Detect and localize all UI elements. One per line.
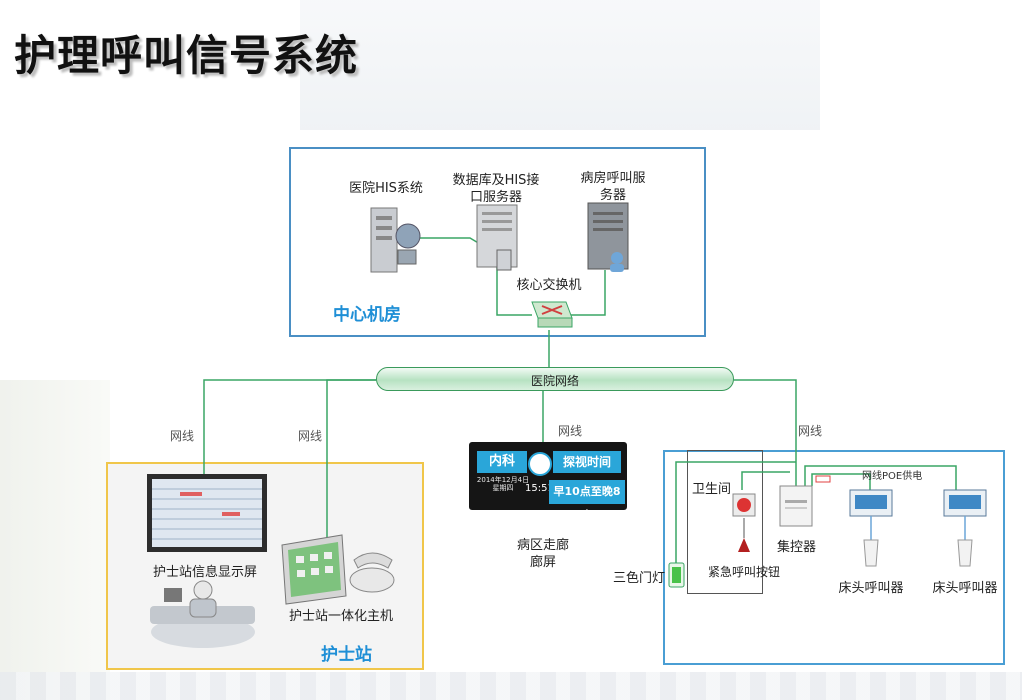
- corridor-screen-visit-time: 早10点至晚8点: [549, 480, 625, 522]
- cable-label-display: 网线: [170, 429, 195, 443]
- network-wires: [203, 237, 957, 566]
- bedside-call-1-label: 床头呼叫器: [838, 581, 904, 596]
- poe-power-label: 网线POE供电: [862, 471, 923, 482]
- nurse-host-label: 护士站一体化主机: [288, 609, 394, 624]
- cable-label-ward: 网线: [798, 424, 823, 438]
- call-server-label-line2: 务器: [599, 188, 627, 203]
- call-server-icon: [587, 202, 629, 272]
- his-system-label: 医院HIS系统: [349, 181, 423, 196]
- corridor-screen: 内科 2014年12月4日 星期四 15:51 探视时间 早10点至晚8点: [469, 442, 627, 522]
- wire-call-server-to-switch: [565, 270, 606, 316]
- background-building: [300, 0, 820, 130]
- nurse-host-icon: [281, 534, 347, 605]
- nurse-at-desk-icon: [150, 580, 255, 648]
- three-color-light-label: 三色门灯: [613, 571, 666, 586]
- corridor-screen-date: 2014年12月4日 星期四: [476, 476, 530, 492]
- telephone-icon: [349, 552, 395, 593]
- corridor-screen-visit-label: 探视时间: [553, 451, 621, 473]
- his-server-icon: [370, 207, 421, 273]
- background-trees: [0, 380, 110, 700]
- wire-backbone-to-host: [326, 379, 376, 540]
- hospital-network-label: 医院网络: [530, 374, 580, 388]
- center-room-label: 中心机房: [333, 305, 401, 325]
- cable-label-corridor: 网线: [558, 424, 583, 438]
- nurse-station-label: 护士站: [321, 645, 372, 665]
- bedside-call-2-label: 床头呼叫器: [932, 581, 998, 596]
- emergency-button-icon: [732, 493, 756, 552]
- info-display-screen-icon: [147, 474, 267, 552]
- corridor-label-line1: 病区走廊: [516, 538, 570, 553]
- bedside-call-unit-1-icon: [849, 489, 893, 567]
- background-footer-strip: [0, 672, 1022, 700]
- db-server-label-line2: 口服务器: [469, 190, 523, 205]
- restroom-zone: [687, 450, 763, 594]
- controller-label: 集控器: [777, 540, 817, 555]
- corridor-screen-time: 15:51: [525, 483, 554, 494]
- clock-icon: [528, 452, 552, 476]
- wire-db-to-switch: [496, 262, 532, 316]
- call-server-label-line1: 病房呼叫服: [580, 171, 646, 186]
- ward-zone: [663, 450, 1005, 665]
- hospital-network-backbone: [376, 367, 734, 391]
- bedside-call-unit-2-icon: [943, 489, 987, 567]
- db-server-label-line1: 数据库及HIS接: [452, 173, 540, 188]
- database-server-icon: [476, 204, 518, 271]
- core-switch-label: 核心交换机: [516, 278, 582, 293]
- restroom-label: 卫生间: [692, 482, 732, 497]
- corridor-screen-department: 内科: [477, 451, 527, 473]
- corridor-label-line2: 廊屏: [529, 555, 557, 570]
- cable-label-host: 网线: [298, 429, 323, 443]
- wire-backbone-to-display: [203, 379, 376, 474]
- core-switch-icon: [531, 301, 573, 328]
- three-color-door-light-icon: [668, 562, 685, 588]
- wire-backbone-to-controller: [734, 379, 797, 486]
- page-title: 护理呼叫信号系统: [14, 31, 359, 80]
- emergency-button-label: 紧急呼叫按钮: [707, 565, 781, 579]
- controller-icon: [779, 475, 831, 527]
- info-display-label: 护士站信息显示屏: [152, 565, 258, 580]
